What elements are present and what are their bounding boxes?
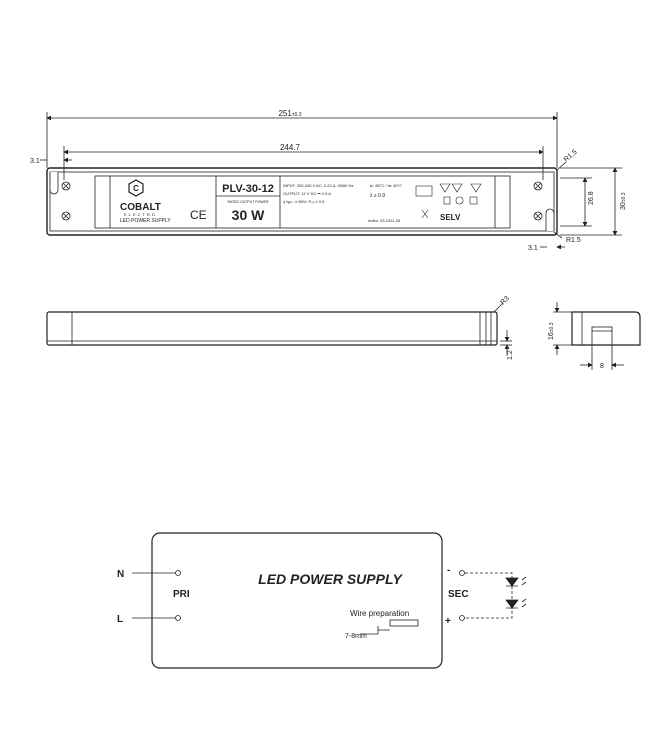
secondary-label: SEC — [448, 589, 469, 600]
primary-label: PRI — [173, 589, 190, 600]
brand-logo: COBALT — [120, 202, 161, 213]
product-line: LED POWER SUPPLY — [120, 218, 171, 224]
selv-mark: SELV — [440, 213, 461, 222]
schematic-title: LED POWER SUPPLY — [258, 571, 403, 587]
rated-power-caption: RATED OUTPUT POWER — [227, 200, 269, 204]
radius-top-label: R1.5 — [563, 149, 579, 164]
input-spec: INPUT: 200-240 V AC, 0.22 A, 50/60 Hz — [283, 183, 353, 188]
svg-text:C: C — [133, 184, 139, 193]
flange-label: 1.2 — [507, 350, 514, 360]
length-label: 251±0.3 — [278, 109, 301, 118]
strip-length-label: 7-8mm — [345, 633, 367, 640]
index-number: Index: 23-1311-25 — [368, 218, 401, 223]
length-dimension — [40, 112, 565, 250]
certification-icons — [415, 183, 482, 219]
efficiency-spec: η typ.: ≥ 85%, P₀₀ ≤ 0.5 — [283, 199, 325, 204]
side-view — [46, 302, 512, 356]
brand-sub: ELECTRO — [124, 212, 157, 217]
wiring-schematic — [132, 532, 527, 669]
terminal-plus: + — [445, 616, 451, 627]
terminal-minus: - — [447, 565, 450, 576]
product-label: C COBALT ELECTRO LED POWER SUPPLY CE PLV… — [120, 183, 482, 224]
temperature-spec: tc: 85°C / ta: 45°C — [370, 183, 402, 188]
radius-bottom-label: R1.5 — [566, 237, 581, 244]
inner-height-label: 26.8 — [588, 191, 595, 205]
width-dimension — [553, 161, 622, 239]
wire-prep-label: Wire preparation — [350, 609, 409, 618]
width-label: 30±0.3 — [620, 192, 627, 210]
connector-width-label: 8 — [600, 363, 604, 370]
top-view — [46, 167, 558, 236]
height-label: 16±0.3 — [548, 322, 555, 340]
terminal-n: N — [117, 569, 124, 580]
terminal-l: L — [117, 614, 123, 625]
output-spec: OUTPUT: 12 V DC ⎓ 2.5 A — [283, 191, 331, 196]
power-factor: λ ≥ 0.9 — [370, 193, 385, 199]
hole-offset-right-label: 3.1 — [528, 245, 538, 252]
hole-offset-left-label: 3.1 — [30, 158, 40, 165]
corner-radius-label: R3 — [499, 295, 510, 306]
end-view — [553, 302, 641, 370]
ce-mark: CE — [190, 208, 207, 222]
rated-power: 30 W — [232, 207, 265, 223]
model-name: PLV-30-12 — [222, 183, 274, 195]
hole-spacing-label: 244.7 — [280, 143, 301, 152]
